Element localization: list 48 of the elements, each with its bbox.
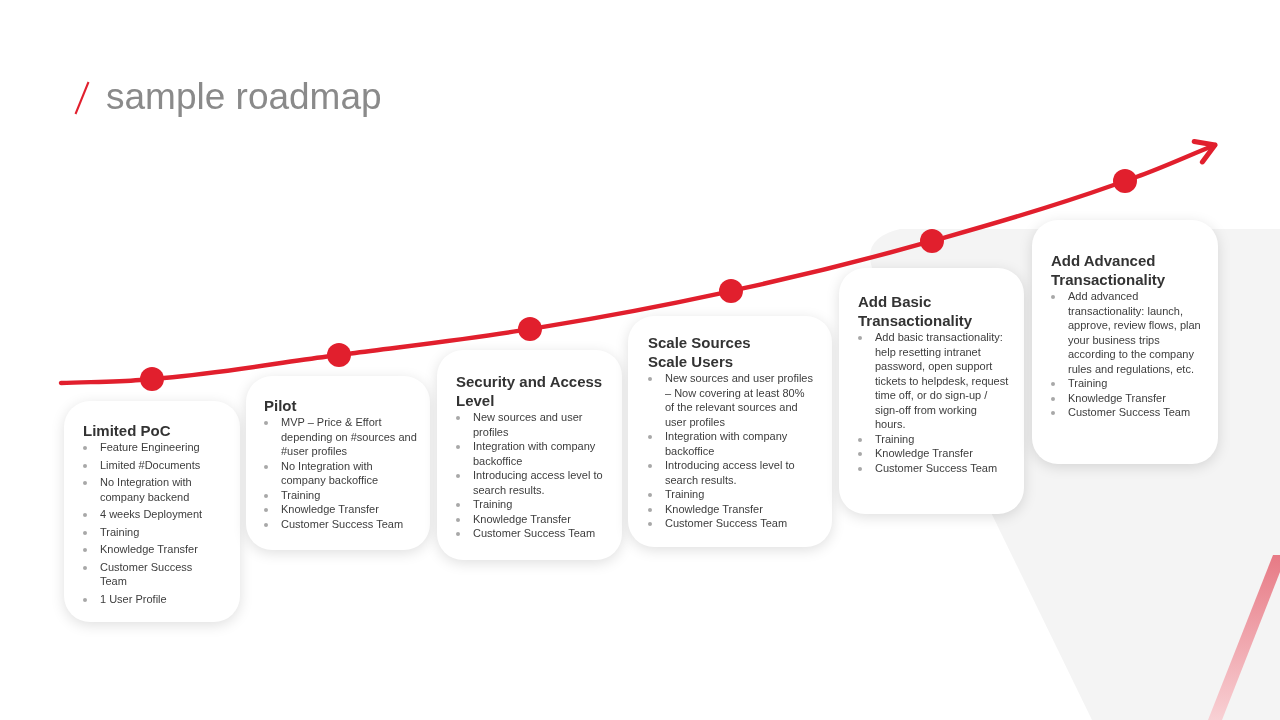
bullet-item: Training (665, 487, 705, 502)
bullet-item: Training (875, 431, 915, 446)
card-heading: Scale Sources Scale Users (648, 333, 752, 371)
bullet-item: No Integration with company backoffice (281, 458, 380, 488)
bullet-item: Add advanced transactionality: launch, approve, review flows, plan your business trips according to the company rules and regulations, etc. (1068, 289, 1202, 376)
bullet-item: Training (281, 487, 321, 502)
bullet-item: Customer Success Team (281, 516, 404, 531)
bullet-item: Knowledge Transfer (473, 511, 571, 526)
card-heading: Limited PoC (83, 421, 172, 440)
bullet-item: Knowledge Transfer (875, 446, 973, 461)
bullet-item: Customer Success Team (875, 460, 998, 475)
bullet-item: Training (100, 524, 140, 539)
bullet-item: Limited #Documents (100, 457, 201, 472)
milestone-card (628, 316, 832, 547)
bullet-item: 1 User Profile (100, 591, 167, 606)
bullet-item: Integration with company backoffice (473, 439, 597, 468)
timeline-line (941, 182, 1116, 241)
card-heading: Security and Access Level (456, 372, 604, 410)
bullet-item: Customer Success Team (100, 559, 194, 589)
bullet-item: Training (1068, 376, 1108, 391)
slide-title: sample roadmap (106, 75, 382, 119)
bullet-item: Knowledge Transfer (100, 542, 198, 557)
bullet-item: 4 weeks Deployment (100, 507, 203, 522)
bullet-item: New sources and user profiles (473, 410, 584, 439)
bullet-item: Training (473, 497, 513, 512)
bullet-item: Knowledge Transfer (281, 502, 379, 517)
milestone-card (1032, 220, 1218, 464)
milestone-card (246, 376, 430, 550)
bullet-item: Add basic transactionality: help resetting intranet password, open support tickets to helpdesk, request time off, or do sign-up / sign-off from working hours. (875, 330, 1010, 432)
timeline-arrow (1134, 139, 1218, 180)
bullet-item: Feature Engineering (100, 440, 200, 455)
bullet-item: Customer Success Team (665, 516, 788, 531)
card-heading: Pilot (264, 396, 298, 415)
bullet-item: Introducing access level to search results. (473, 468, 604, 497)
bullet-item: Knowledge Transfer (1068, 390, 1166, 405)
bullet-item: Customer Success Team (1068, 405, 1191, 420)
bullet-item: Customer Success Team (473, 526, 596, 541)
bullet-item: New sources and user profiles – Now covering at least 80% of the relevant sources and user profiles (665, 371, 814, 429)
milestone-card (64, 401, 240, 622)
bullet-item: Integration with company backoffice (665, 429, 789, 458)
bullet-item: Introducing access level to search results. (665, 458, 796, 487)
card-heading: Add Advanced Transactionality (1051, 251, 1167, 289)
milestone-card (437, 350, 622, 560)
card-heading: Add Basic Transactionality (858, 292, 974, 330)
bullet-item: MVP – Price & Effort depending on #sources and #user profiles (281, 415, 418, 459)
bullet-item: Knowledge Transfer (665, 501, 763, 516)
bullet-item: No Integration with company backend (100, 475, 193, 504)
milestone-card (839, 268, 1024, 514)
